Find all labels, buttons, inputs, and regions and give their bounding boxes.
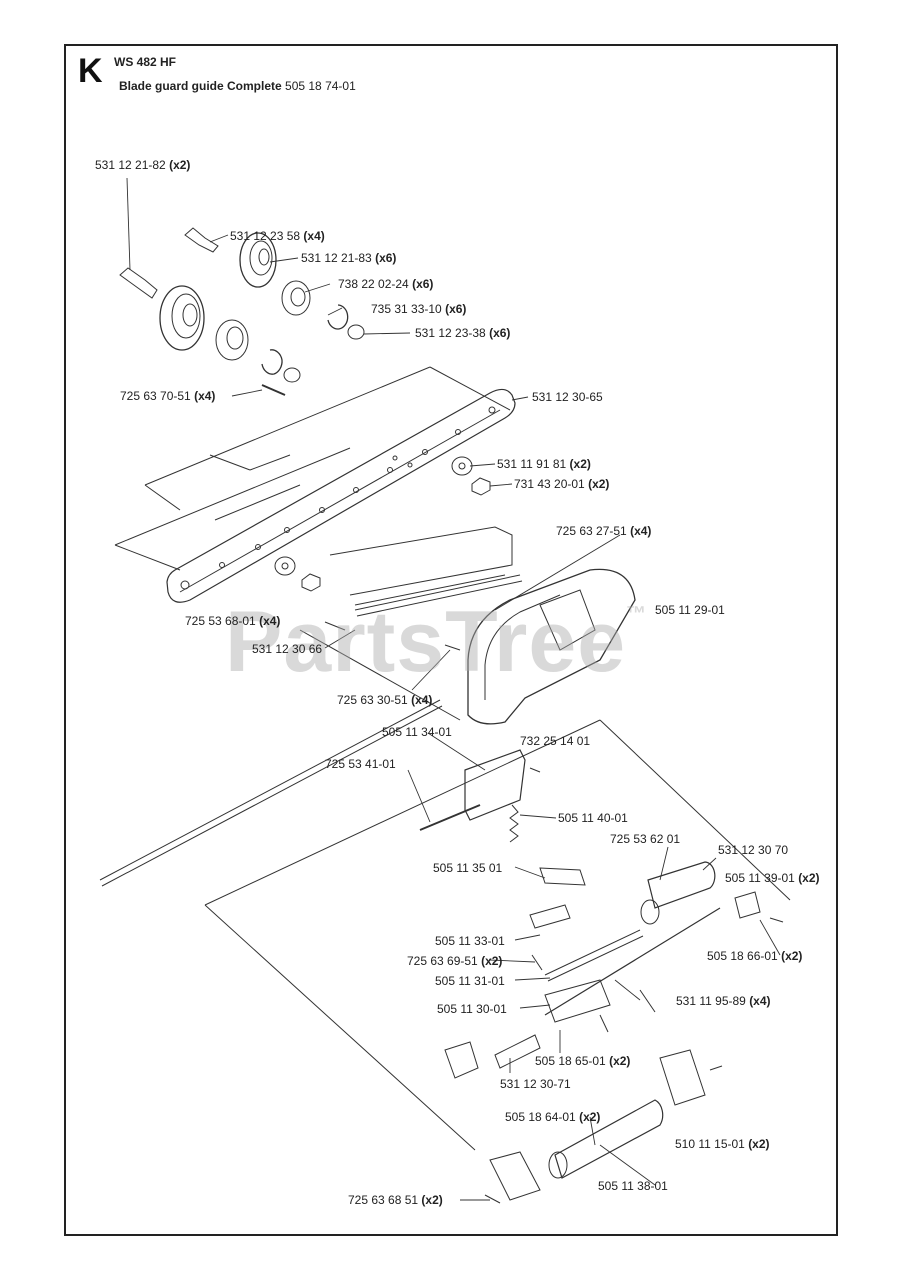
- leader-lines: [126, 177, 781, 1201]
- callout-label[interactable]: 738 22 02-24 (x6): [338, 277, 434, 291]
- callout-label[interactable]: 505 11 39-01 (x2): [725, 871, 820, 885]
- callout-label[interactable]: 531 12 21-82 (x2): [95, 158, 191, 172]
- callout-label[interactable]: 505 11 33-01: [435, 934, 505, 948]
- lower-shaft: [554, 1099, 664, 1179]
- callout-label[interactable]: 505 11 35 01: [433, 861, 503, 875]
- trademark-symbol: ™: [626, 603, 648, 625]
- callout-label[interactable]: 725 53 62 01: [610, 832, 681, 846]
- callout-label[interactable]: 505 11 29-01: [655, 603, 725, 617]
- callout-label[interactable]: 505 11 40-01: [558, 811, 628, 825]
- callout-label[interactable]: 505 11 34-01: [382, 725, 452, 739]
- watermark: PartsTree™: [225, 593, 647, 692]
- diagram-frame: [64, 44, 838, 1236]
- callout-label[interactable]: 725 63 68 51 (x2): [348, 1193, 443, 1207]
- callout-label[interactable]: 531 12 23-38 (x6): [415, 326, 511, 340]
- callout-label[interactable]: 531 11 95-89 (x4): [676, 994, 771, 1008]
- blade-phantom-outline: [114, 366, 511, 571]
- callout-label[interactable]: 531 12 30-71: [500, 1077, 571, 1091]
- assembly-number: 505 18 74-01: [285, 79, 356, 93]
- callout-label[interactable]: 731 43 20-01 (x2): [514, 477, 610, 491]
- callout-label[interactable]: 531 12 30-65: [532, 390, 603, 404]
- callout-label[interactable]: 505 11 31-01: [435, 974, 505, 988]
- callout-label[interactable]: 510 11 15-01 (x2): [675, 1137, 770, 1151]
- cylinder-531-12-30-70: [647, 861, 716, 909]
- callout-label[interactable]: 505 11 30-01: [437, 1002, 507, 1016]
- callout-label[interactable]: 531 12 21-83 (x6): [301, 251, 397, 265]
- assembly-description: Blade guard guide Complete 505 18 74-01: [119, 79, 356, 93]
- watermark-text: PartsTree: [225, 594, 627, 690]
- callout-label[interactable]: 725 63 70-51 (x4): [120, 389, 216, 403]
- guide-bar: [166, 388, 516, 603]
- callout-label[interactable]: 725 63 30-51 (x4): [337, 693, 433, 707]
- callout-label[interactable]: 531 12 30 70: [718, 843, 789, 857]
- model-title: WS 482 HF: [114, 55, 177, 69]
- callout-label[interactable]: 505 18 65-01 (x2): [535, 1054, 631, 1068]
- callout-label[interactable]: 505 11 38-01: [598, 1179, 668, 1193]
- callout-label[interactable]: 735 31 33-10 (x6): [371, 302, 467, 316]
- callout-label[interactable]: 725 63 27-51 (x4): [556, 524, 652, 538]
- callout-label[interactable]: 725 53 41-01: [325, 757, 396, 771]
- assembly-name: Blade guard guide Complete: [119, 79, 282, 93]
- callout-label[interactable]: 531 12 30 66: [252, 642, 323, 656]
- section-letter: K: [78, 52, 103, 90]
- blade-guard-cover: [467, 568, 636, 725]
- callout-label[interactable]: 531 11 91 81 (x2): [497, 457, 591, 471]
- callout-label[interactable]: 505 18 64-01 (x2): [505, 1110, 601, 1124]
- callout-label[interactable]: 531 12 23 58 (x4): [230, 229, 325, 243]
- callout-label[interactable]: 505 18 66-01 (x2): [707, 949, 803, 963]
- pulley-left: [159, 285, 205, 351]
- support-rod: [99, 699, 443, 887]
- callout-label[interactable]: 725 53 68-01 (x4): [185, 614, 281, 628]
- callout-label[interactable]: 725 63 69-51 (x2): [407, 954, 503, 968]
- pulley-right: [239, 232, 277, 288]
- callout-label[interactable]: 732 25 14 01: [520, 734, 591, 748]
- adjuster-block: [464, 749, 526, 821]
